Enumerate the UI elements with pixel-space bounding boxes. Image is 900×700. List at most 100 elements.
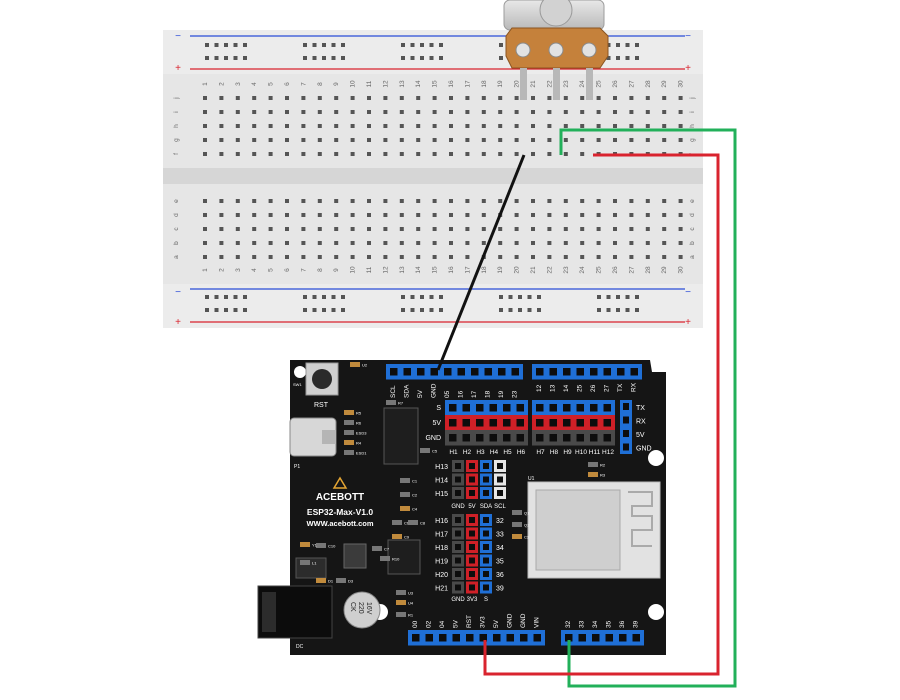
io-row-right-pin[interactable] [576,404,585,412]
rail-hole[interactable] [341,56,345,60]
rail-hole[interactable] [537,308,541,312]
breadboard-hole[interactable] [203,227,207,231]
breadboard-hole[interactable] [367,124,371,128]
breadboard-hole[interactable] [645,241,650,245]
breadboard-hole[interactable] [613,227,617,231]
breadboard-hole[interactable] [301,96,306,100]
breadboard-hole[interactable] [531,124,535,128]
breadboard-hole[interactable] [580,227,585,231]
top-header-pin[interactable] [511,368,520,376]
breadboard-hole[interactable] [465,124,470,128]
breadboard-hole[interactable] [596,124,601,128]
breadboard-hole[interactable] [399,124,404,128]
io-row-right-pin[interactable] [576,434,585,442]
breadboard-hole[interactable] [465,255,470,259]
breadboard-hole[interactable] [629,255,634,259]
breadboard-hole[interactable] [432,138,437,142]
breadboard-hole[interactable] [268,110,273,114]
breadboard-hole[interactable] [383,110,388,114]
breadboard-hole[interactable] [252,124,257,128]
breadboard-hole[interactable] [334,199,339,203]
rail-hole[interactable] [233,43,238,47]
breadboard-hole[interactable] [596,138,601,142]
breadboard-hole[interactable] [203,110,207,114]
breadboard-hole[interactable] [219,227,224,231]
rail-hole[interactable] [597,308,601,312]
breadboard-hole[interactable] [662,110,667,114]
h13-group-pin[interactable] [469,490,475,496]
breadboard-hole[interactable] [285,138,289,142]
breadboard-hole[interactable] [383,199,388,203]
io-row-left-pin[interactable] [516,419,525,427]
io-row-left-pin[interactable] [449,434,457,442]
rail-hole[interactable] [429,308,434,312]
rail-hole[interactable] [205,308,209,312]
h16-group-pin[interactable] [469,517,475,523]
io-row-right-pin[interactable] [603,434,612,442]
breadboard-hole[interactable] [252,241,257,245]
breadboard-hole[interactable] [252,138,257,142]
rail-hole[interactable] [401,56,405,60]
rail-hole[interactable] [518,308,522,312]
breadboard-hole[interactable] [334,152,339,156]
bottom-header-pin[interactable] [533,634,542,642]
breadboard-hole[interactable] [432,110,437,114]
bottom-header-pin[interactable] [520,634,528,642]
rail-hole[interactable] [303,295,307,299]
breadboard-hole[interactable] [317,227,322,231]
h13-group-pin[interactable] [455,476,461,483]
h16-group-pin[interactable] [469,584,475,591]
breadboard-hole[interactable] [367,110,371,114]
breadboard-hole[interactable] [432,227,437,231]
rail-hole[interactable] [410,295,415,299]
breadboard-hole[interactable] [317,213,322,217]
breadboard-hole[interactable] [580,241,585,245]
rail-hole[interactable] [341,295,345,299]
breadboard-hole[interactable] [383,152,388,156]
breadboard-hole[interactable] [235,199,240,203]
breadboard-hole[interactable] [432,96,437,100]
breadboard-hole[interactable] [432,124,437,128]
breadboard-hole[interactable] [367,138,371,142]
breadboard-hole[interactable] [498,241,503,245]
breadboard-hole[interactable] [350,199,355,203]
breadboard-hole[interactable] [678,138,683,142]
io-row-left-pin[interactable] [476,419,484,427]
breadboard-hole[interactable] [514,241,519,245]
breadboard-hole[interactable] [399,110,404,114]
breadboard-hole[interactable] [268,199,273,203]
breadboard-hole[interactable] [514,199,519,203]
h13-group-pin[interactable] [483,463,489,469]
breadboard-hole[interactable] [383,96,388,100]
breadboard-hole[interactable] [629,110,634,114]
breadboard-hole[interactable] [547,213,552,217]
breadboard-hole[interactable] [301,110,306,114]
breadboard-hole[interactable] [334,124,339,128]
breadboard-hole[interactable] [498,124,503,128]
breadboard-hole[interactable] [514,227,519,231]
breadboard-hole[interactable] [367,227,371,231]
breadboard-hole[interactable] [563,96,568,100]
breadboard-hole[interactable] [416,255,421,259]
breadboard-hole[interactable] [481,124,486,128]
rail-hole[interactable] [606,308,611,312]
breadboard-hole[interactable] [285,213,289,217]
rail-hole[interactable] [410,43,415,47]
breadboard-hole[interactable] [317,110,322,114]
breadboard-hole[interactable] [662,138,667,142]
h16-group-pin[interactable] [455,517,461,523]
rail-hole[interactable] [331,295,336,299]
breadboard-hole[interactable] [465,152,470,156]
breadboard-hole[interactable] [268,213,273,217]
io-row-right-pin[interactable] [563,434,571,442]
breadboard-hole[interactable] [662,213,667,217]
top-header-pin[interactable] [430,368,439,376]
breadboard-hole[interactable] [580,152,585,156]
breadboard-hole[interactable] [334,96,339,100]
breadboard-hole[interactable] [219,241,224,245]
io-row-right-pin[interactable] [549,419,558,427]
breadboard-hole[interactable] [547,152,552,156]
rail-hole[interactable] [243,308,247,312]
breadboard-hole[interactable] [514,138,519,142]
breadboard-hole[interactable] [203,199,207,203]
